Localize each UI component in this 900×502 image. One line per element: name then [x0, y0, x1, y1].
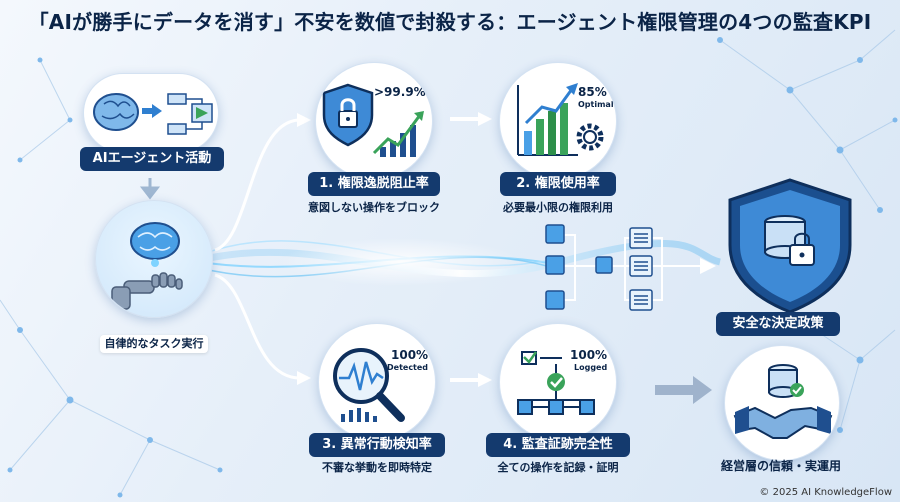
kpi-2-value-note: Optimal	[578, 100, 614, 109]
bar-chart-gear-icon	[517, 83, 604, 156]
kpi-4-name: 4. 監査証跡完全性	[486, 433, 630, 457]
kpi-3-value-note: Detected	[387, 363, 429, 372]
kpi-2-description: 必要最小限の権限利用	[503, 201, 613, 214]
agent-activity-label: AIエージェント活動	[80, 147, 224, 171]
kpi-1-description: 意図しない操作をブロック	[308, 201, 440, 214]
adoption-label: 経営層の信頼・実運用	[720, 459, 841, 473]
kpi-1-icon-circle: >99.9%	[315, 62, 433, 180]
page-title: 「AIが勝手にデータを消す」不安を数値で封殺する：エージェント権限管理の4つの監…	[28, 10, 872, 34]
network-lines	[0, 29, 896, 496]
kpi-link-arrows	[450, 112, 492, 387]
adoption-circle	[724, 345, 840, 461]
kpi-4-description: 全ての操作を記録・証明	[497, 461, 619, 474]
kpi-4-value: 100%	[570, 348, 608, 362]
kpi-1-name: 1. 権限逸脱阻止率	[308, 172, 440, 196]
copyright-footer: © 2025 AI KnowledgeFlow	[759, 487, 892, 498]
policy-label: 安全な決定政策	[716, 312, 840, 336]
kpi-2-icon-circle: 85% Optimal	[499, 62, 617, 180]
kpi-1-value: >99.9%	[374, 85, 426, 99]
checklist-flow-icon	[517, 351, 595, 415]
kpi-3-icon-circle: 100% Detected	[318, 323, 436, 441]
agent-task-label: 自律的なタスク実行	[100, 335, 208, 353]
outcome-arrow	[655, 376, 712, 404]
kpi-3-description: 不審な挙動を即時特定	[322, 461, 432, 474]
shield-lock-chart-icon	[322, 83, 424, 157]
flow-diagram	[545, 224, 716, 311]
kpi-3-value: 100%	[391, 348, 429, 362]
robot-hand-brain-icon	[111, 222, 183, 310]
branch-arrowhead-top	[297, 113, 311, 127]
branch-arrowhead-bottom	[297, 371, 311, 385]
kpi-2-value: 85%	[578, 85, 607, 99]
policy-shield-icon	[728, 178, 852, 314]
agent-activity-circle	[83, 73, 219, 153]
kpi-3-name: 3. 異常行動検知率	[309, 433, 445, 457]
brain-workflow-icon	[93, 93, 213, 135]
kpi-4-value-note: Logged	[574, 363, 608, 372]
magnifier-waveform-icon	[333, 348, 405, 422]
down-arrow	[139, 178, 161, 200]
kpi-4-icon-circle: 100% Logged	[499, 323, 617, 441]
kpi-2-name: 2. 権限使用率	[500, 172, 616, 196]
agent-robot-circle	[95, 200, 213, 318]
branch-arrows	[214, 118, 301, 380]
handshake-database-icon	[733, 364, 833, 439]
